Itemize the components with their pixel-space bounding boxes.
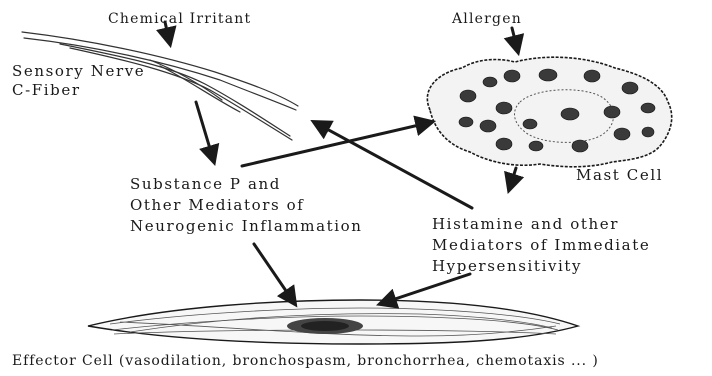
effector-cell-label: Effector Cell (vasodilation, bronchospas… — [12, 352, 599, 371]
chemical-irritant-label: Chemical Irritant — [108, 10, 251, 29]
allergen-label: Allergen — [452, 10, 522, 29]
arrow-allergen-to-mast-cell — [512, 28, 518, 52]
arrow-histamine-to-effector — [380, 274, 470, 304]
histamine-line-1: Histamine and other — [432, 214, 650, 235]
substance-p-line-1: Substance P and — [130, 174, 363, 195]
substance-p-line-2: Other Mediators of — [130, 195, 363, 216]
arrow-substance-p-to-effector — [254, 244, 295, 304]
substance-p-line-3: Neurogenic Inflammation — [130, 216, 363, 237]
sensory-nerve-line-2: C-Fiber — [12, 81, 145, 100]
histamine-line-2: Mediators of Immediate — [432, 235, 650, 256]
arrow-substance-p-to-mast-cell — [242, 122, 432, 166]
arrow-mast-cell-to-histamine — [509, 168, 516, 190]
arrow-nerve-to-substance-p — [196, 102, 214, 162]
substance-p-label: Substance P and Other Mediators of Neuro… — [130, 174, 363, 237]
histamine-label: Histamine and other Mediators of Immedia… — [432, 214, 650, 277]
effector-cell-drawing — [88, 300, 578, 344]
mast-cell-drawing — [427, 57, 671, 167]
mast-cell-label: Mast Cell — [576, 166, 663, 185]
sensory-nerve-label: Sensory Nerve C-Fiber — [12, 62, 145, 100]
histamine-line-3: Hypersensitivity — [432, 256, 650, 277]
sensory-nerve-line-1: Sensory Nerve — [12, 62, 145, 81]
